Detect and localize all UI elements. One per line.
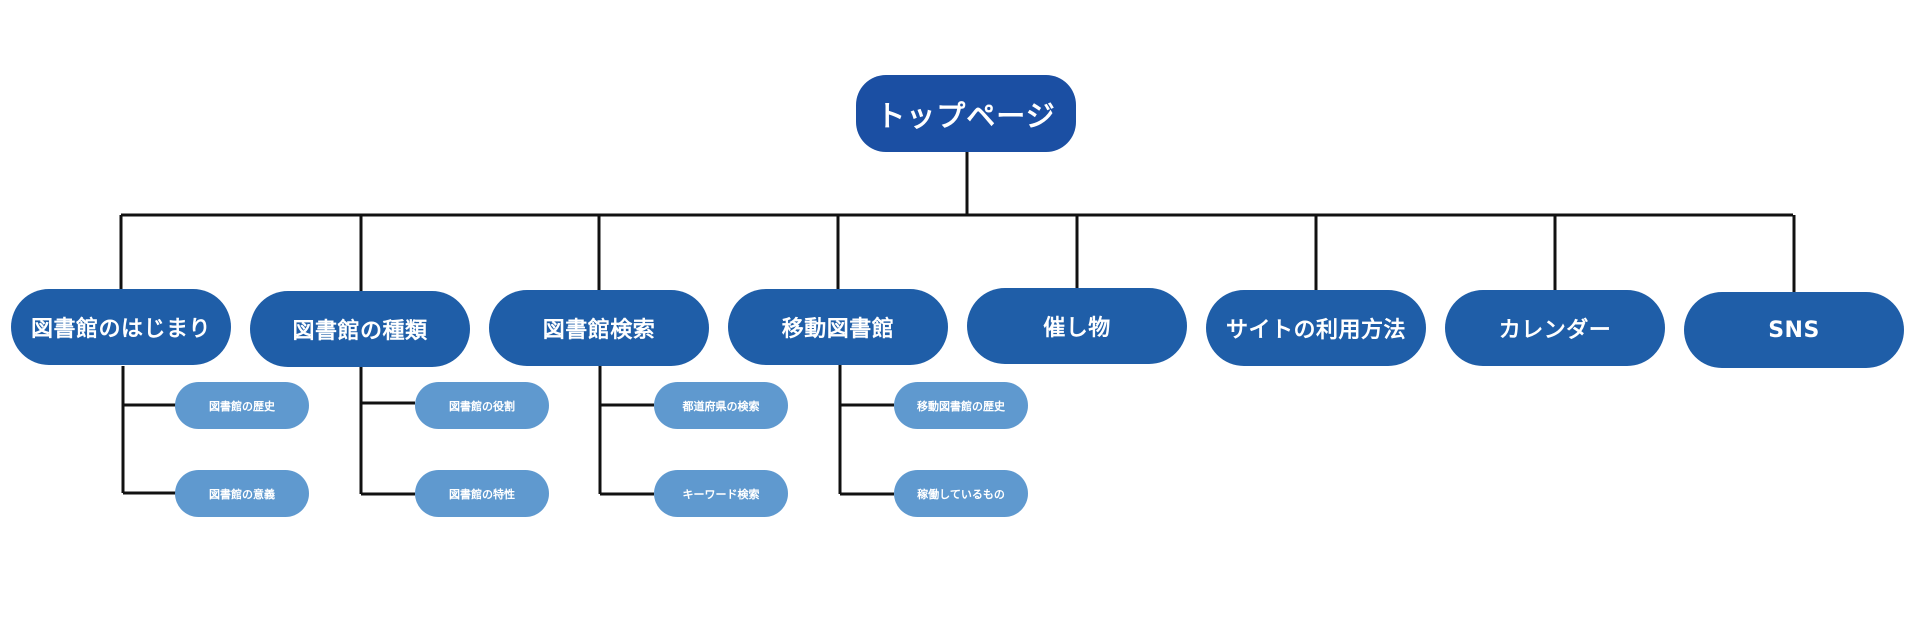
subsection-node-mobile-library-history[interactable]: 移動図書館の歴史 — [894, 382, 1028, 429]
section-node-origins[interactable]: 図書館のはじまり — [11, 289, 231, 365]
root-node-top-page[interactable]: トップページ — [856, 75, 1076, 152]
subsection-node-library-role[interactable]: 図書館の役割 — [415, 382, 549, 429]
section-node-calendar[interactable]: カレンダー — [1445, 290, 1665, 366]
section-node-events[interactable]: 催し物 — [967, 288, 1187, 364]
subsection-node-library-characteristics[interactable]: 図書館の特性 — [415, 470, 549, 517]
subsection-node-library-significance[interactable]: 図書館の意義 — [175, 470, 309, 517]
section-node-search[interactable]: 図書館検索 — [489, 290, 709, 366]
section-node-mobile-library[interactable]: 移動図書館 — [728, 289, 948, 365]
section-node-sns[interactable]: SNS — [1684, 292, 1904, 368]
subsection-node-keyword-search[interactable]: キーワード検索 — [654, 470, 788, 517]
subsection-node-library-history[interactable]: 図書館の歴史 — [175, 382, 309, 429]
section-node-site-usage[interactable]: サイトの利用方法 — [1206, 290, 1426, 366]
section-node-types[interactable]: 図書館の種類 — [250, 291, 470, 367]
subsection-node-prefecture-search[interactable]: 都道府県の検索 — [654, 382, 788, 429]
subsection-node-active-vehicles[interactable]: 稼働しているもの — [894, 470, 1028, 517]
